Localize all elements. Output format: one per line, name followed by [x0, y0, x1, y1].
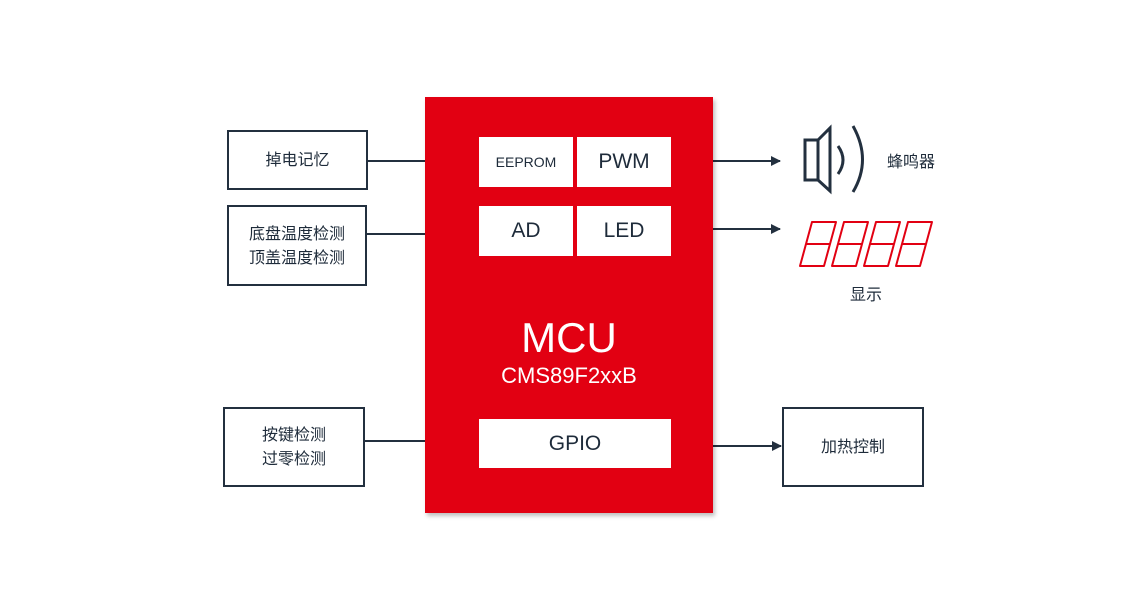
ad-label: AD — [511, 219, 541, 242]
seven-segment-display-icon — [799, 221, 933, 267]
mcu-title: MCU — [521, 314, 617, 361]
eeprom-cell: EEPROM — [479, 137, 573, 187]
led-cell: LED — [577, 206, 671, 256]
zero-cross-label: 过零检测 — [261, 449, 326, 468]
mcu-model: CMS89F2xxB — [501, 363, 637, 388]
power-memory-label: 掉电记忆 — [265, 150, 330, 169]
temperature-detect-box: 底盘温度检测 顶盖温度检测 — [227, 205, 367, 286]
key-zero-detect-box: 按键检测 过零检测 — [223, 407, 365, 487]
gpio-cell: GPIO — [479, 419, 671, 468]
gpio-label: GPIO — [548, 431, 602, 455]
pwm-label: PWM — [598, 150, 650, 173]
lid-temp-label: 顶盖温度检测 — [248, 247, 345, 267]
pwm-cell: PWM — [577, 137, 671, 187]
heating-control-label: 加热控制 — [820, 437, 885, 456]
ad-cell: AD — [479, 206, 573, 256]
buzzer-label: 蜂鸣器 — [887, 152, 936, 171]
power-memory-box: 掉电记忆 — [227, 130, 368, 190]
speaker-icon — [803, 124, 864, 195]
chassis-temp-label: 底盘温度检测 — [248, 223, 345, 243]
heating-control-box: 加热控制 — [782, 407, 924, 487]
key-detect-label: 按键检测 — [261, 425, 326, 444]
eeprom-label: EEPROM — [495, 154, 557, 170]
mcu-block: EEPROM PWM AD LED MCU CMS89F2xxB GPIO — [425, 97, 713, 513]
led-label: LED — [603, 219, 645, 242]
display-label: 显示 — [850, 285, 883, 304]
